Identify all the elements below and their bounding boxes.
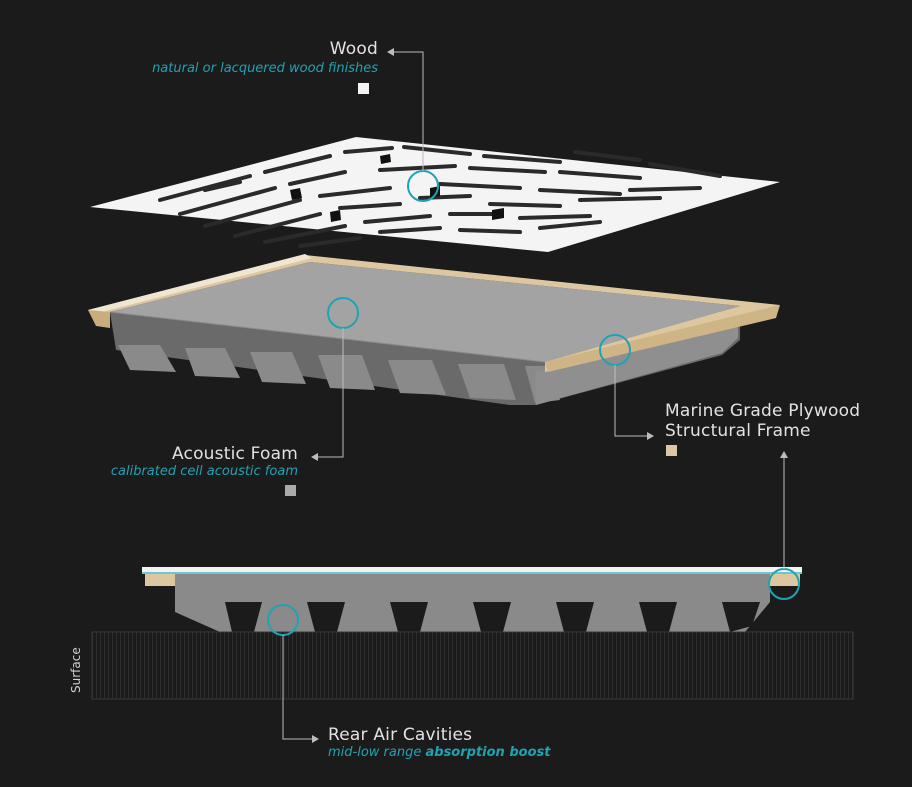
surface-label: Surface (69, 647, 83, 693)
wood-leader-arrow-icon (387, 48, 424, 171)
foam-layer-exploded (88, 254, 780, 405)
foam-leader-arrow-icon (311, 328, 344, 461)
cavity-leader-arrow-icon (282, 635, 319, 743)
rear-cavity-notches (225, 602, 760, 632)
wood-subtitle: natural or lacquered wood finishes (152, 61, 378, 76)
plywood-leader-arrow-icon (614, 365, 654, 440)
wood-title: Wood (329, 39, 378, 59)
cavities-title: Rear Air Cavities (328, 725, 473, 745)
foam-subtitle: calibrated cell acoustic foam (110, 464, 298, 479)
plywood-swatch (666, 445, 677, 456)
cavities-subtitle-plain: mid-low range (328, 745, 426, 760)
foam-title: Acoustic Foam (172, 444, 298, 464)
foam-wedges (118, 345, 560, 403)
cavities-subtitle-bold: absorption boost (425, 745, 551, 760)
wood-swatch (358, 83, 369, 94)
plywood-title-line2: Structural Frame (665, 421, 811, 441)
foam-swatch (285, 485, 296, 496)
panel-side-view (142, 567, 802, 632)
cavities-subtitle: mid-low range absorption boost (328, 745, 550, 760)
wood-cutouts (290, 154, 504, 222)
wood-slot-pattern (158, 145, 722, 248)
plywood-title-line1: Marine Grade Plywood (665, 401, 861, 421)
surface-block (91, 631, 854, 700)
